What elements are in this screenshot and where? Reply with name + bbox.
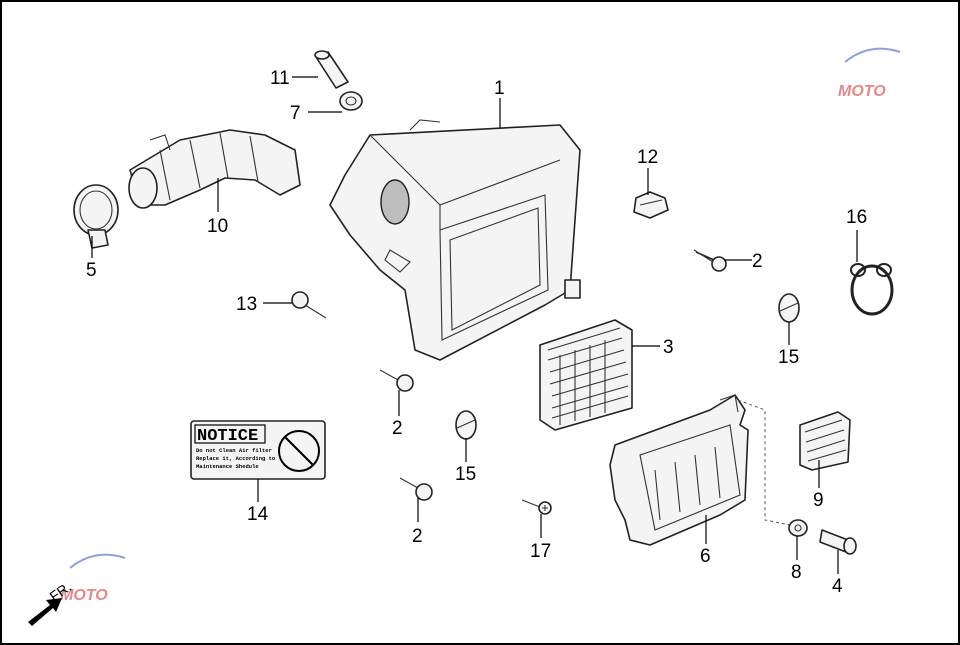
air-filter-cover [609, 394, 791, 546]
hose-clamp [73, 184, 119, 249]
filter-element-small [799, 411, 851, 471]
bolt [399, 477, 433, 501]
callout-11: 11 [270, 68, 290, 89]
bolt-13 [291, 291, 327, 319]
notice-title: NOTICE [197, 427, 258, 446]
callout-12: 12 [637, 147, 658, 168]
watermark-bottom-left: MOTO [60, 553, 126, 604]
prohibition-icon [278, 430, 320, 472]
clip-nut [633, 191, 669, 219]
watermark-top-right: MOTO [838, 47, 901, 100]
callout-labels: 1 2 2 2 3 4 5 6 7 8 9 10 11 12 13 14 15 … [86, 68, 867, 597]
small-clamp [339, 91, 363, 111]
callout-6: 6 [700, 546, 711, 567]
bolt-4 [819, 529, 857, 555]
callout-3: 3 [663, 337, 674, 358]
callout-2-right: 2 [752, 251, 763, 272]
callout-2-bottom: 2 [412, 526, 423, 547]
callout-9: 9 [813, 490, 824, 511]
callout-7: 7 [290, 103, 301, 124]
callout-15-right: 15 [778, 347, 799, 368]
air-filter-housing [329, 119, 581, 361]
notice-line-2: Replace it, According to [196, 455, 276, 462]
grommet [778, 293, 800, 323]
bolt [693, 249, 727, 272]
screw-17 [521, 499, 552, 515]
grommet [455, 410, 477, 440]
watermark-text: MOTO [60, 587, 108, 604]
o-ring [850, 263, 894, 316]
notice-label: NOTICE Do not Clean Air filter Replace i… [190, 420, 326, 480]
callout-2-middle: 2 [392, 418, 403, 439]
callout-17: 17 [530, 541, 551, 562]
leader-lines [91, 76, 858, 574]
callout-10: 10 [207, 216, 228, 237]
intake-duct [128, 129, 301, 209]
callout-4: 4 [832, 576, 843, 597]
callout-14: 14 [247, 504, 269, 525]
air-filter-element [539, 319, 633, 431]
callout-1: 1 [494, 78, 505, 99]
washer [788, 519, 808, 537]
notice-line-1: Do not Clean Air filter [196, 447, 272, 454]
callout-8: 8 [791, 562, 802, 583]
callout-5: 5 [86, 260, 97, 281]
callout-15-middle: 15 [455, 464, 476, 485]
callout-16: 16 [846, 207, 867, 228]
notice-line-3: Maintenance Shedule [196, 463, 259, 470]
watermark-text: MOTO [838, 83, 886, 100]
bolt [379, 369, 414, 392]
callout-13: 13 [236, 294, 257, 315]
small-tube [314, 50, 349, 89]
